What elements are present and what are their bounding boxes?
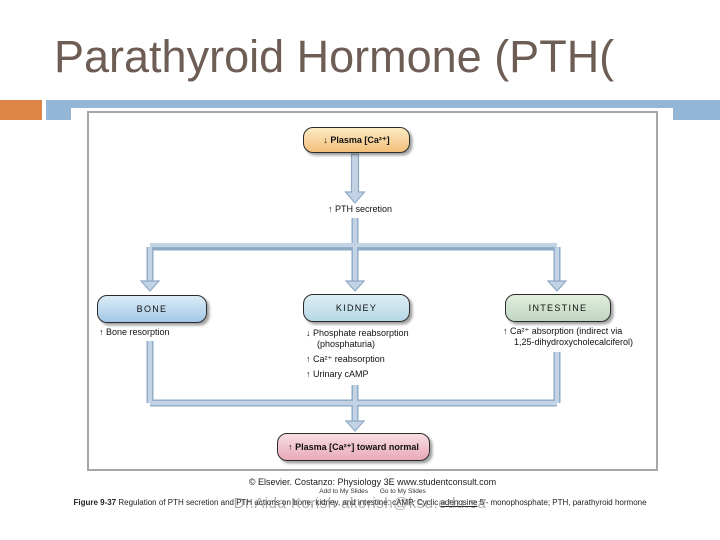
stimulus-label: ↓ Plasma [Ca²⁺] bbox=[323, 134, 390, 145]
pth-secretion-label: ↑ PTH secretion bbox=[327, 204, 393, 214]
add-to-my-slides-link[interactable]: Add to My Slides bbox=[319, 488, 369, 495]
my-slides-links: Add to My Slides Go to My Slides bbox=[87, 488, 658, 495]
kidney-label: KIDNEY bbox=[335, 303, 378, 313]
bone-effects: ↑ Bone resorption bbox=[99, 327, 219, 342]
stimulus-box-plasma-ca-low: ↓ Plasma [Ca²⁺] bbox=[303, 127, 410, 153]
organ-box-intestine: INTESTINE bbox=[505, 294, 611, 322]
go-to-my-slides-link[interactable]: Go to My Slides bbox=[379, 488, 426, 495]
result-label: ↑ Plasma [Ca²⁺] toward normal bbox=[288, 441, 419, 452]
kidney-effects: ↓ Phosphate reabsorption (phosphaturia) … bbox=[306, 328, 430, 384]
accent-blue-right-block bbox=[673, 100, 720, 120]
kidney-effect: ↓ Phosphate reabsorption (phosphaturia) bbox=[306, 328, 409, 349]
caption-text-1: Regulation of PTH secretion and PTH acti… bbox=[116, 498, 441, 507]
accent-blue-square bbox=[46, 100, 71, 120]
kidney-effect: ↑ Urinary cAMP bbox=[306, 369, 369, 379]
figure-caption: Figure 9-37 Regulation of PTH secretion … bbox=[60, 498, 660, 508]
organ-box-bone: BONE bbox=[97, 295, 207, 323]
copyright-line: © Elsevier. Costanzo: Physiology 3E www.… bbox=[248, 477, 497, 487]
intestine-effect: ↑ Ca²⁺ absorption (indirect via 1,25-dih… bbox=[503, 326, 634, 347]
caption-text-2: 5′- monophosphate; PTH, parathyroid horm… bbox=[477, 498, 647, 507]
bone-label: BONE bbox=[136, 304, 168, 314]
slide-title: Parathyroid Hormone (PTH( bbox=[54, 31, 615, 82]
accent-orange-block bbox=[0, 100, 42, 120]
adenosine-link[interactable]: adenosine bbox=[440, 498, 478, 507]
organ-box-kidney: KIDNEY bbox=[303, 294, 410, 322]
result-box-plasma-ca-normal: ↑ Plasma [Ca²⁺] toward normal bbox=[277, 433, 430, 461]
kidney-effect: ↑ Ca²⁺ reabsorption bbox=[306, 354, 385, 364]
accent-blue-bar bbox=[71, 100, 720, 108]
bone-effect: ↑ Bone resorption bbox=[99, 327, 170, 337]
figure-number: Figure 9-37 bbox=[73, 498, 117, 507]
intestine-label: INTESTINE bbox=[528, 303, 588, 313]
figure-panel bbox=[87, 111, 658, 471]
author-watermark: Dr.Aida Korish akorish@ksu.edu.sa bbox=[233, 495, 487, 512]
intestine-effects: ↑ Ca²⁺ absorption (indirect via 1,25-dih… bbox=[503, 326, 635, 352]
flow-connectors bbox=[139, 153, 568, 432]
